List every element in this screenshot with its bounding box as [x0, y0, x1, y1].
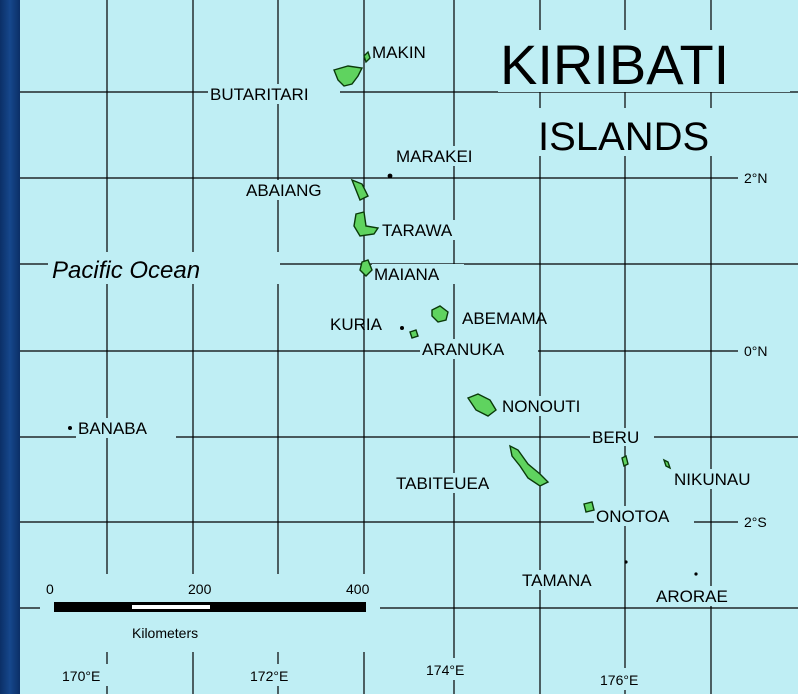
lat-label-2s: 2°S [744, 514, 767, 530]
e174-bg [422, 658, 482, 680]
maiana-bg [372, 264, 464, 284]
scale-tick-0: 0 [46, 581, 54, 597]
e172-bg [246, 664, 306, 686]
scale-bar-white [132, 605, 210, 609]
scale-tick-400: 400 [346, 581, 370, 597]
label-onotoa: ONOTOA [596, 507, 670, 526]
islands [68, 50, 698, 576]
map-subtitle: ISLANDS [538, 115, 709, 159]
lat-label-2n: 2°N [744, 170, 768, 186]
scale-bar: 0 200 400 Kilometers [46, 581, 370, 641]
nonouti-bg [500, 396, 598, 416]
tamana-bg [520, 570, 620, 590]
island-nikunau-shape [662, 458, 672, 470]
island-banaba-dot [68, 426, 72, 430]
n2-bg [738, 168, 798, 188]
label-butaritari: BUTARITARI [210, 85, 309, 104]
label-makin: MAKIN [372, 43, 426, 62]
label-arorae: ARORAE [656, 587, 728, 606]
subtitle-bg [534, 108, 770, 156]
label-backgrounds [40, 30, 798, 690]
lon-label-174e: 174°E [426, 662, 464, 678]
lon-label-176e: 176°E [600, 672, 638, 688]
lon-label-172e: 172°E [250, 668, 288, 684]
butaritari-bg [208, 84, 340, 104]
island-marakei-dot [387, 173, 393, 179]
marakei-bg [394, 146, 496, 166]
ocean-label: Pacific Ocean [52, 257, 200, 284]
island-tabiteuea-shape [509, 444, 550, 487]
abaiang-bg [244, 180, 348, 200]
label-kuria: KURIA [330, 315, 383, 334]
island-butaritari-shape [333, 65, 364, 87]
tarawa-bg [380, 220, 486, 240]
label-maiana: MAIANA [374, 265, 440, 284]
island-abemama-shape [431, 305, 449, 323]
label-beru: BERU [592, 428, 639, 447]
e170-bg [58, 664, 118, 686]
island-kuria-dot [400, 326, 404, 330]
ocean-bg [48, 252, 280, 284]
aranuka-bg [420, 339, 538, 359]
onotoa-bg [594, 506, 694, 526]
island-beru-shape [621, 454, 629, 468]
label-nonouti: NONOUTI [502, 397, 580, 416]
island-tarawa-shape [353, 211, 380, 237]
scale-bg [40, 574, 380, 652]
island-onotoa-shape [583, 501, 595, 513]
title-bg [498, 30, 790, 92]
map-title: KIRIBATI [500, 33, 729, 96]
island-arorae-dot [694, 572, 698, 576]
label-nikunau: NIKUNAU [674, 470, 751, 489]
label-tabiteuea: TABITEUEA [396, 474, 490, 493]
label-tarawa: TARAWA [382, 221, 453, 240]
island-maiana-shape [359, 259, 373, 277]
island-aranuka-shape [409, 329, 419, 339]
scale-tick-200: 200 [188, 581, 212, 597]
island-nonouti-shape [466, 393, 497, 417]
s2-bg [738, 512, 798, 532]
label-abaiang: ABAIANG [246, 181, 322, 200]
label-tamana: TAMANA [522, 571, 592, 590]
scale-unit: Kilometers [132, 625, 198, 641]
label-aranuka: ARANUKA [422, 340, 505, 359]
banaba-bg [76, 418, 176, 438]
arorae-bg [654, 586, 750, 606]
island-tamana-dot [624, 560, 628, 564]
beru-bg [590, 428, 654, 446]
eq-bg [738, 341, 798, 361]
nikunau-bg [672, 469, 776, 489]
lat-label-0n: 0°N [744, 343, 768, 359]
e176-bg [596, 668, 656, 690]
label-abemama: ABEMAMA [462, 309, 548, 328]
island-abaiang-shape [350, 178, 369, 201]
label-marakei: MARAKEI [396, 147, 473, 166]
tabiteuea-bg [394, 473, 518, 493]
island-makin-shape [363, 50, 371, 64]
label-banaba: BANABA [78, 419, 148, 438]
lon-label-170e: 170°E [62, 668, 100, 684]
